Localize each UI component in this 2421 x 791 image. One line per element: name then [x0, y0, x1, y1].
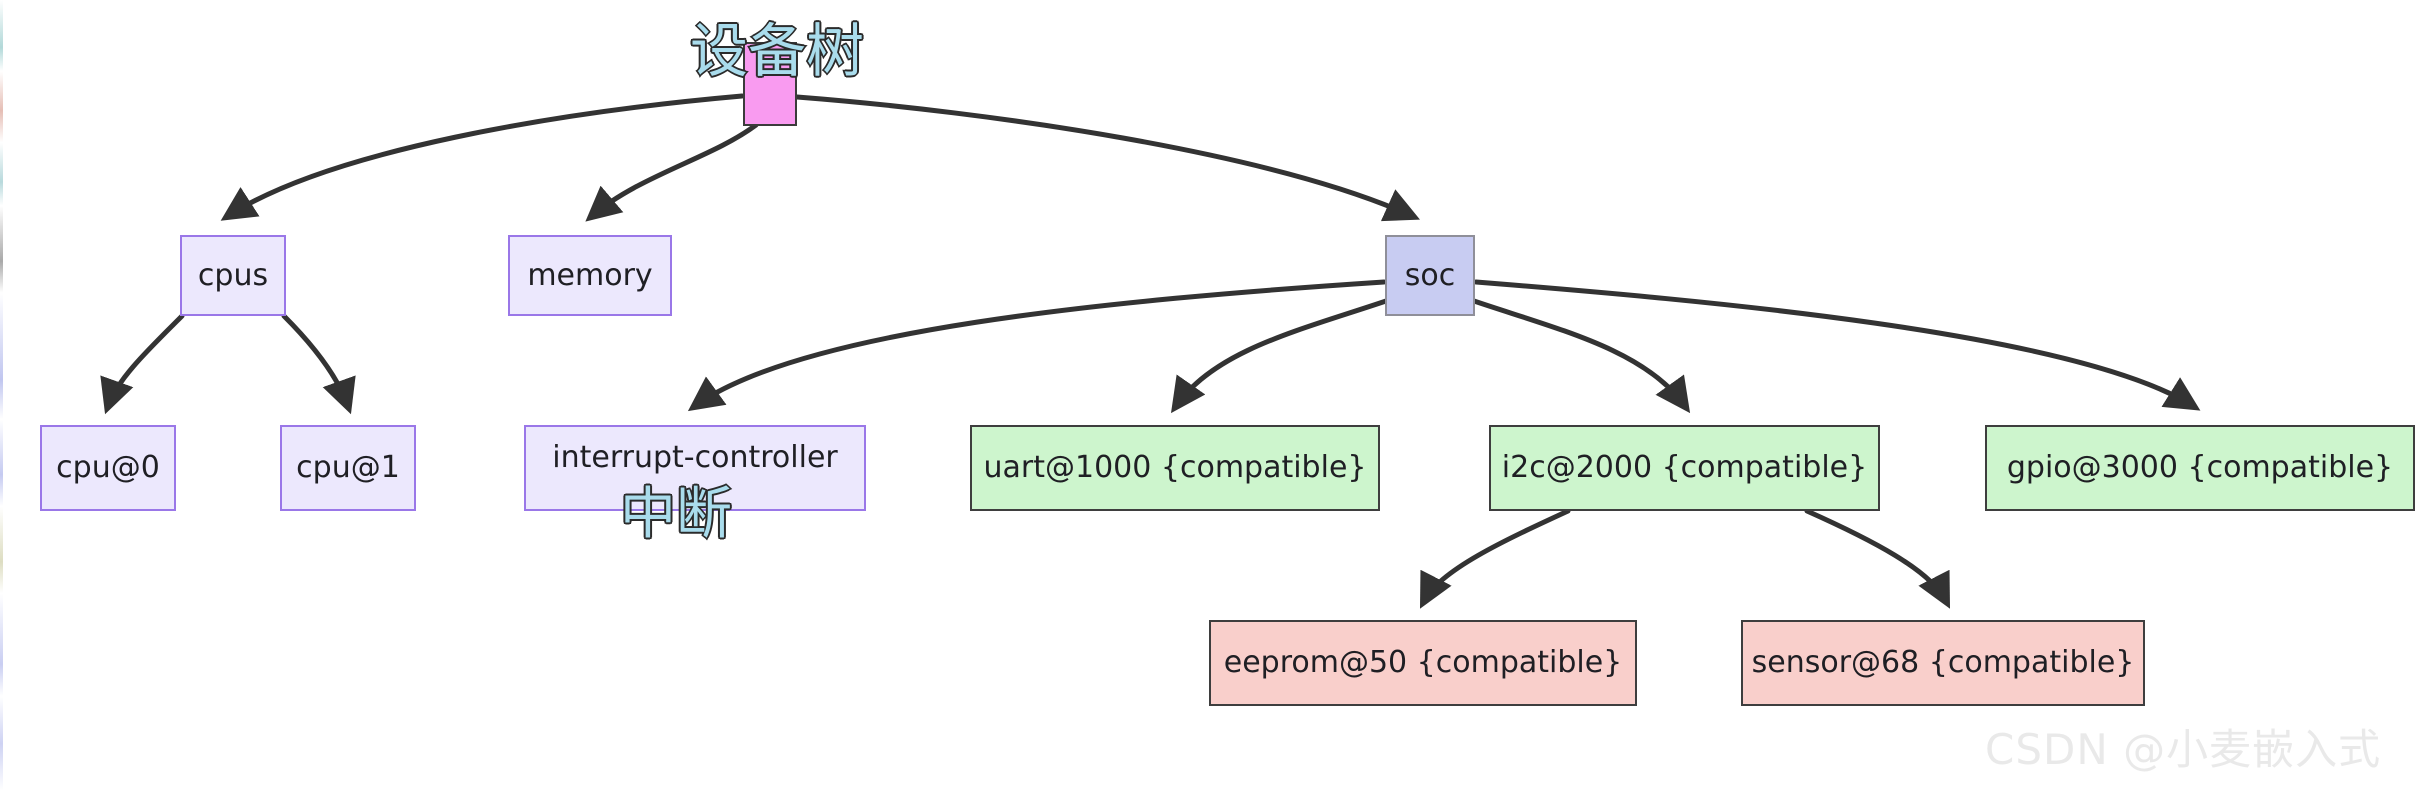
edge-soc-uart: [1170, 298, 1389, 414]
node-cpu0[interactable]: cpu@0: [40, 425, 176, 511]
edge-root-soc: [794, 94, 1420, 222]
node-memory-label: memory: [527, 257, 653, 293]
node-soc[interactable]: soc: [1385, 235, 1475, 316]
edge-cpus-cpu1: [281, 313, 356, 415]
node-eeprom[interactable]: eeprom@50 {compatible}: [1209, 620, 1637, 706]
node-eeprom-label: eeprom@50 {compatible}: [1223, 645, 1623, 680]
csdn-watermark: CSDN @小麦嵌入式: [1985, 725, 2382, 774]
node-gpio-label: gpio@3000 {compatible}: [2006, 450, 2394, 485]
node-cpu1[interactable]: cpu@1: [280, 425, 416, 511]
edge-soc-i2c: [1471, 298, 1691, 414]
edge-cpus-cpu0: [100, 313, 185, 415]
node-root[interactable]: [743, 42, 797, 126]
node-memory[interactable]: memory: [508, 235, 672, 316]
node-cpu0-label: cpu@0: [56, 450, 160, 485]
node-soc-label: soc: [1404, 257, 1456, 293]
node-sensor[interactable]: sensor@68 {compatible}: [1741, 620, 2145, 706]
left-edge-artifact: [0, 0, 3, 791]
node-i2c[interactable]: i2c@2000 {compatible}: [1489, 425, 1880, 511]
edge-i2c-sensor: [1804, 508, 1951, 609]
edge-soc-interrupt-controller: [687, 279, 1387, 412]
node-gpio[interactable]: gpio@3000 {compatible}: [1985, 425, 2415, 511]
node-cpus-label: cpus: [197, 257, 269, 293]
node-cpus[interactable]: cpus: [180, 235, 286, 316]
node-interrupt-controller-label: interrupt-controller: [552, 440, 838, 475]
edge-i2c-eeprom: [1419, 508, 1571, 609]
edge-soc-gpio: [1473, 279, 2201, 411]
edge-root-cpus: [220, 93, 745, 221]
edge-root-memory: [585, 122, 759, 222]
node-sensor-label: sensor@68 {compatible}: [1751, 645, 2135, 680]
node-uart[interactable]: uart@1000 {compatible}: [970, 425, 1380, 511]
node-uart-label: uart@1000 {compatible}: [983, 450, 1367, 485]
node-interrupt-controller[interactable]: interrupt-controller: [524, 425, 866, 511]
node-i2c-label: i2c@2000 {compatible}: [1501, 450, 1868, 485]
node-cpu1-label: cpu@1: [296, 450, 400, 485]
